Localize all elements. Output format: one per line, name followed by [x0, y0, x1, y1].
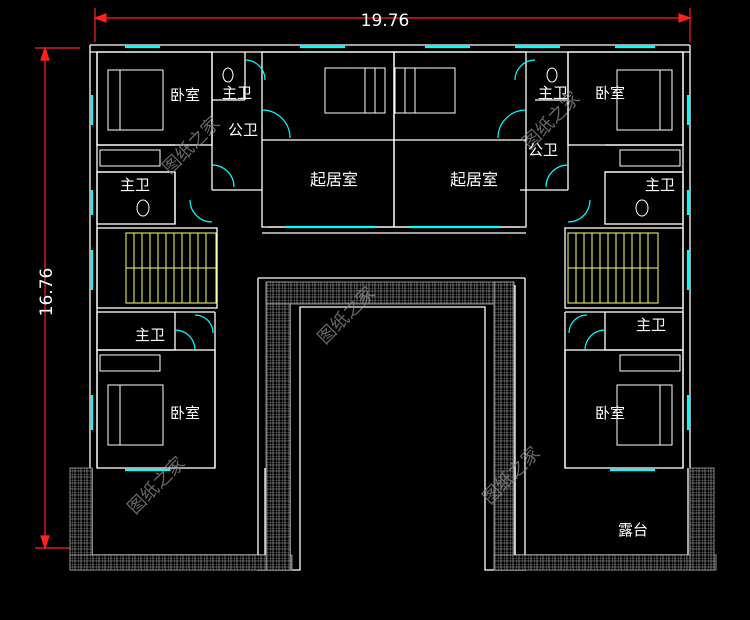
dimension-top	[93, 8, 692, 42]
dimension-width-label: 19.76	[361, 11, 410, 31]
watermark-4: 图纸之家	[124, 453, 190, 519]
furniture	[99, 67, 681, 446]
windows	[90, 45, 690, 472]
bed-tl	[107, 69, 164, 131]
label-master-bath-tr: 主卫	[538, 84, 568, 102]
label-master-bath-l2: 主卫	[120, 176, 150, 194]
room-labels: 卧室 主卫 公卫 主卫 起居室 起居室 主卫 卧室 公卫 主卫 主卫 卧室 主卫…	[120, 84, 675, 539]
label-master-bath-l3: 主卫	[135, 326, 165, 344]
label-public-bath-r: 公卫	[528, 141, 558, 159]
dimension-height-label: 16.76	[37, 268, 57, 317]
bed-center-left	[324, 67, 376, 114]
parapets	[69, 281, 717, 571]
bed-bl	[107, 384, 164, 446]
bed-br	[616, 384, 673, 446]
label-master-bath-tl: 主卫	[222, 84, 252, 102]
doors	[174, 59, 606, 351]
stair-right	[567, 232, 659, 304]
watermark-1: 图纸之家	[159, 113, 225, 179]
bed-center-right	[404, 67, 456, 114]
label-living-r: 起居室	[450, 170, 498, 189]
label-bedroom-bl: 卧室	[170, 404, 200, 422]
label-terrace: 露台	[618, 521, 648, 539]
label-living-l: 起居室	[310, 170, 358, 189]
dimension-left	[35, 46, 80, 550]
label-public-bath-l: 公卫	[228, 121, 258, 139]
label-master-bath-r2: 主卫	[645, 176, 675, 194]
label-master-bath-r3: 主卫	[636, 316, 666, 334]
bed-tr	[616, 69, 673, 131]
label-bedroom-tl: 卧室	[170, 86, 200, 104]
stair-left	[125, 232, 217, 304]
label-bedroom-br: 卧室	[595, 404, 625, 422]
walls	[89, 44, 691, 571]
label-bedroom-tr: 卧室	[595, 84, 625, 102]
